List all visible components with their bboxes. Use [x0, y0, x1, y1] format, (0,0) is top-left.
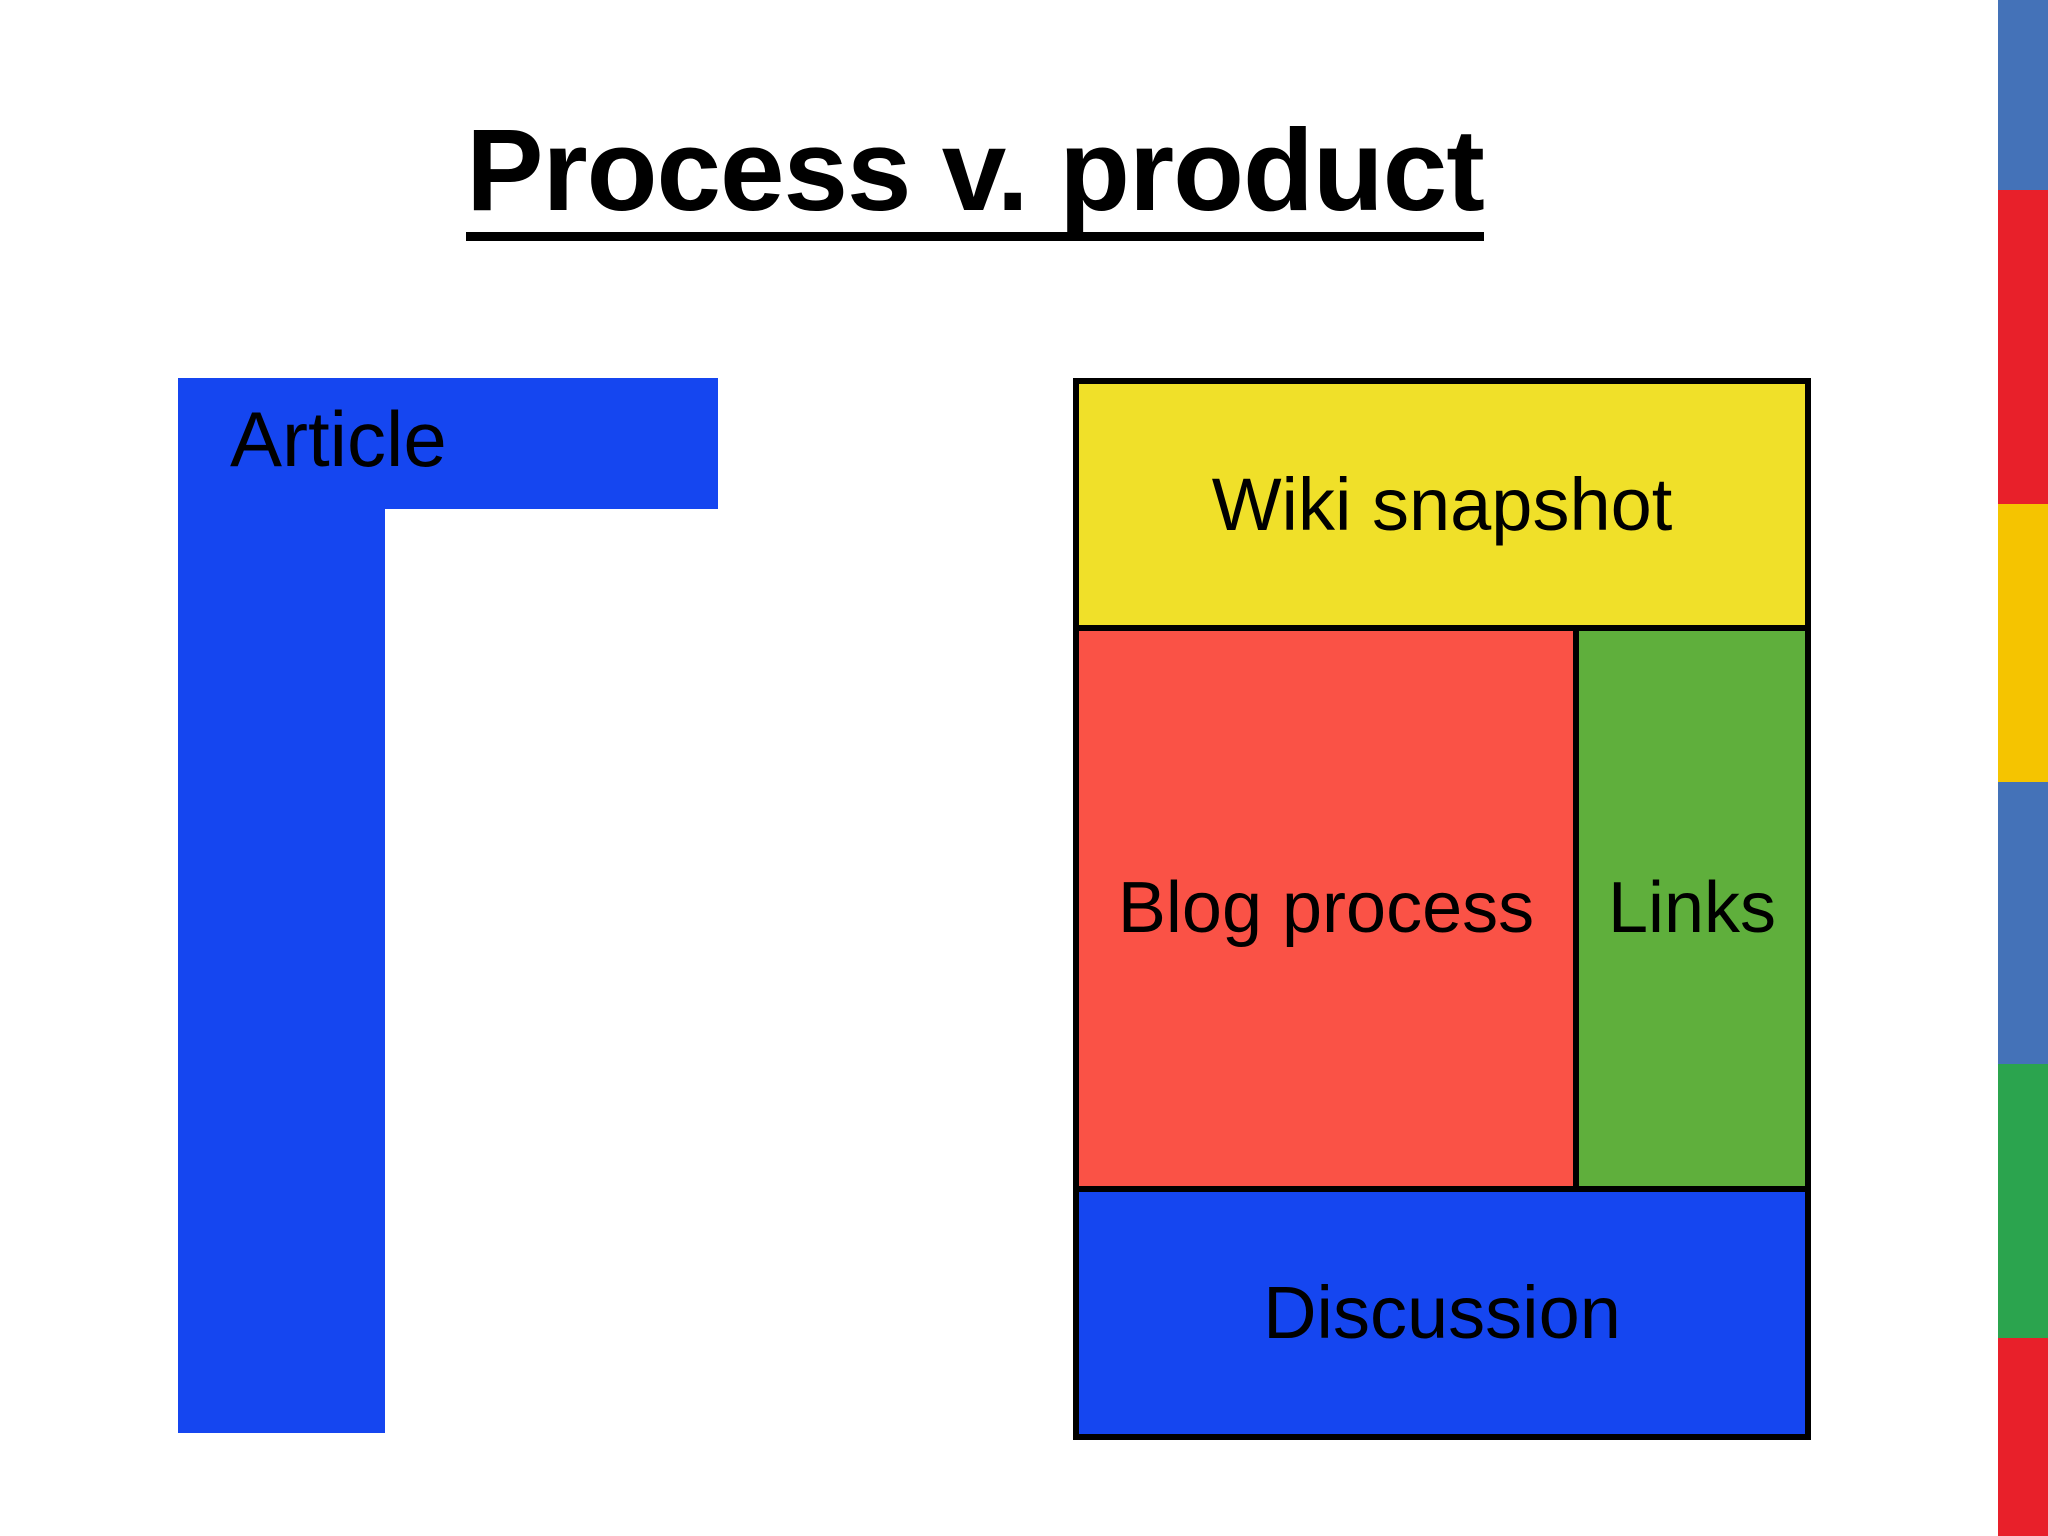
cell-blog-process-label: Blog process — [1117, 868, 1535, 949]
edge-strip-band — [1998, 782, 2048, 1064]
cell-links-label: Links — [1607, 868, 1777, 949]
article-block-arm — [178, 378, 718, 509]
page-title-text: Process v. product — [466, 112, 1485, 241]
page-title: Process v. product — [0, 112, 1950, 241]
edge-strip-band — [1998, 0, 2048, 190]
edge-strip-band — [1998, 190, 2048, 504]
edge-strip-band — [1998, 1064, 2048, 1338]
cell-wiki-snapshot: Wiki snapshot — [1073, 378, 1811, 631]
cell-wiki-snapshot-label: Wiki snapshot — [1211, 462, 1673, 546]
cell-links: Links — [1573, 625, 1811, 1192]
article-diagram: Article — [178, 378, 718, 1433]
edge-strip-band — [1998, 1338, 2048, 1536]
edge-strip-band — [1998, 504, 2048, 782]
article-label: Article — [230, 395, 447, 483]
article-block-stem — [178, 506, 385, 1433]
wiki-composite-diagram: Wiki snapshot Blog process Links Discuss… — [1073, 378, 1811, 1440]
cell-discussion-label: Discussion — [1263, 1271, 1621, 1355]
cell-discussion: Discussion — [1073, 1186, 1811, 1440]
cell-blog-process: Blog process — [1073, 625, 1579, 1192]
edge-color-strip — [1994, 0, 2048, 1536]
